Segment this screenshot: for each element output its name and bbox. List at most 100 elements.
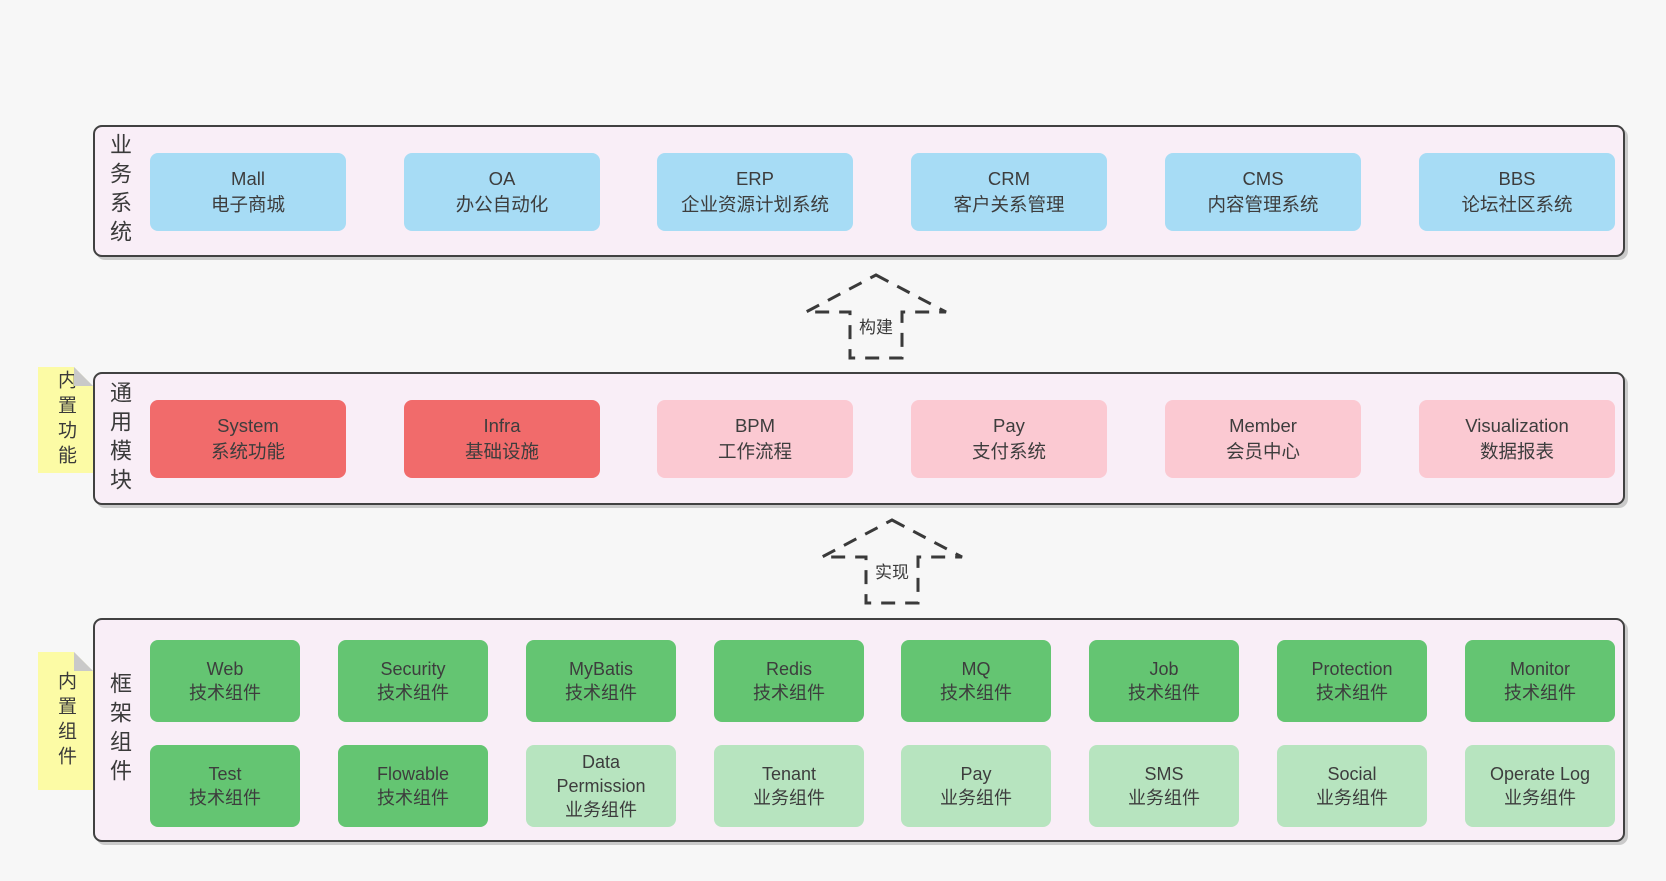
box-data-permission: Data Permission 业务组件 [526,745,676,827]
box-cms: CMS 内容管理系统 [1165,153,1361,231]
box-subtitle: 技术组件 [753,683,825,703]
box-social: Social 业务组件 [1277,745,1427,827]
box-title: Infra [483,414,521,436]
box-bpm: BPM 工作流程 [657,400,853,478]
box-title: MyBatis [568,658,633,679]
box-title: BBS [1498,167,1536,189]
box-title: CMS [1242,167,1284,189]
box-subtitle: 基础设施 [464,441,539,462]
fold-corner-icon [74,652,93,671]
box-system: System 系统功能 [150,400,346,478]
box-subtitle: 业务组件 [940,788,1012,808]
box-infra: Infra 基础设施 [404,400,600,478]
box-job: Job 技术组件 [1089,640,1239,722]
box-pay-system: Pay 支付系统 [911,400,1107,478]
box-monitor: Monitor 技术组件 [1465,640,1615,722]
box-erp: ERP 企业资源计划系统 [657,153,853,231]
arrow-implement-label: 实现 [871,557,913,584]
box-title: OA [488,167,516,189]
box-title: Operate Log [1489,763,1591,784]
box-pay-component: Pay 业务组件 [901,745,1051,827]
arrow-build: 构建 [801,272,951,362]
box-title: Data Permission [556,751,646,796]
box-title: Protection [1311,658,1393,679]
box-subtitle: 业务组件 [753,788,825,808]
box-subtitle: 技术组件 [1504,683,1576,703]
box-title: Tenant [761,763,817,784]
sticky-note-built-in-features: 内置功能 [38,367,93,473]
box-mall: Mall 电子商城 [150,153,346,231]
box-web: Web 技术组件 [150,640,300,722]
box-subtitle: 技术组件 [940,683,1012,703]
arrow-build-label: 构建 [855,312,897,339]
box-subtitle: 系统功能 [210,441,285,462]
box-subtitle: 工作流程 [717,441,792,462]
box-bbs: BBS 论坛社区系统 [1419,153,1615,231]
box-title: Flowable [376,763,450,784]
box-subtitle: 技术组件 [189,788,261,808]
box-subtitle: 内容管理系统 [1207,194,1319,215]
box-title: Security [380,658,446,679]
box-title: ERP [735,167,775,189]
box-subtitle: 会员中心 [1225,441,1300,462]
box-protection: Protection 技术组件 [1277,640,1427,722]
band-modules-label: 通用模块 [107,380,132,497]
arrow-implement: 实现 [817,517,967,607]
block-arrow-up-icon [805,273,947,360]
box-title: Pay [960,763,992,784]
box-redis: Redis 技术组件 [714,640,864,722]
box-title: Job [1149,658,1179,679]
box-subtitle: 客户关系管理 [953,194,1065,215]
box-subtitle: 技术组件 [189,683,261,703]
box-title: CRM [987,167,1031,189]
box-oa: OA 办公自动化 [404,153,600,231]
box-subtitle: 技术组件 [377,683,449,703]
sticky-label: 内置功能 [55,370,76,470]
box-title: BPM [734,414,776,436]
box-title: Mall [231,167,265,189]
box-subtitle: 业务组件 [1128,788,1200,808]
box-subtitle: 业务组件 [1504,788,1576,808]
band-common-modules: 通用模块 System 系统功能 Infra 基础设施 BPM 工作流程 Pay… [93,372,1625,505]
box-title: Monitor [1509,658,1571,679]
box-subtitle: 技术组件 [565,683,637,703]
band-framework-components: 框架组件 Web 技术组件 Security 技术组件 MyBatis 技术组件… [93,618,1625,842]
box-subtitle: 业务组件 [565,800,637,821]
box-mq: MQ 技术组件 [901,640,1051,722]
sticky-label: 内置组件 [55,671,76,771]
box-tenant: Tenant 业务组件 [714,745,864,827]
box-subtitle: 电子商城 [210,194,285,215]
box-crm: CRM 客户关系管理 [911,153,1107,231]
box-title: Member [1229,414,1297,436]
box-subtitle: 业务组件 [1316,788,1388,808]
box-title: Pay [993,414,1025,436]
box-subtitle: 支付系统 [971,441,1046,462]
box-title: SMS [1144,763,1184,784]
box-sms: SMS 业务组件 [1089,745,1239,827]
box-security: Security 技术组件 [338,640,488,722]
box-mybatis: MyBatis 技术组件 [526,640,676,722]
box-title: Test [208,763,242,784]
sticky-note-built-in-components: 内置组件 [38,652,93,790]
box-subtitle: 技术组件 [377,788,449,808]
fold-corner-icon [74,367,93,386]
band-components-label: 框架组件 [107,672,132,788]
box-test: Test 技术组件 [150,745,300,827]
box-subtitle: 办公自动化 [455,194,549,215]
box-subtitle: 数据报表 [1479,441,1554,462]
band-business-systems: 业务系统 Mall 电子商城 OA 办公自动化 ERP 企业资源计划系统 CRM… [93,125,1625,257]
box-subtitle: 技术组件 [1128,683,1200,703]
box-title: Social [1327,763,1377,784]
box-subtitle: 技术组件 [1316,683,1388,703]
box-title: Visualization [1465,414,1569,436]
box-title: System [217,414,279,436]
box-subtitle: 论坛社区系统 [1461,194,1573,215]
band-business-label: 业务系统 [107,133,132,249]
box-visualization: Visualization 数据报表 [1419,400,1615,478]
box-title: Redis [765,658,813,679]
box-title: Web [206,658,244,679]
box-member: Member 会员中心 [1165,400,1361,478]
box-flowable: Flowable 技术组件 [338,745,488,827]
box-subtitle: 企业资源计划系统 [680,194,829,215]
